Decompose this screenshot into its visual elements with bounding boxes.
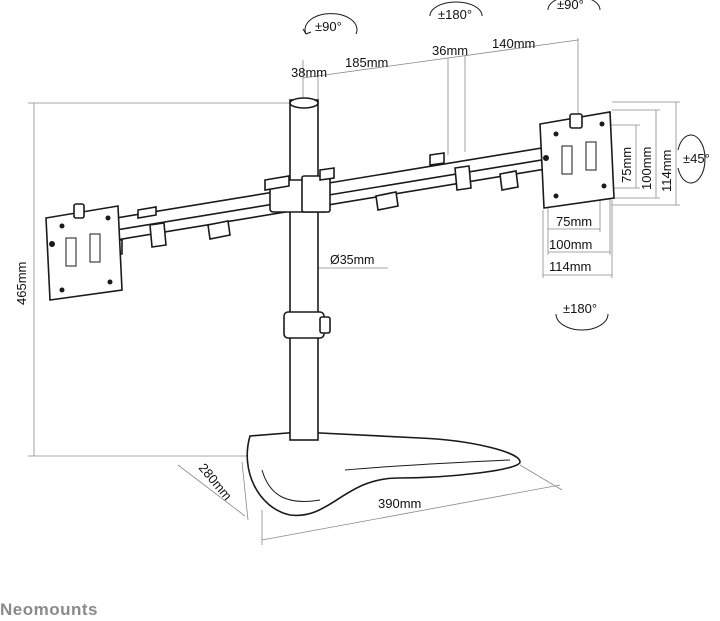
label-arm-segment: 185mm: [345, 55, 388, 70]
label-base-depth: 280mm: [196, 460, 235, 503]
vesa-plate-left: [45, 203, 123, 301]
label-vesa-75-h: 75mm: [619, 147, 634, 183]
label-pole-diameter: Ø35mm: [330, 253, 374, 267]
brand-logo: Neomounts: [0, 600, 98, 619]
vesa-plate-right: [539, 111, 615, 209]
label-arm-swivel: ±180°: [438, 7, 472, 22]
label-vesa-114-h: 114mm: [659, 150, 674, 192]
label-height: 465mm: [14, 262, 29, 305]
label-base-width: 390mm: [378, 496, 421, 511]
label-vesa-75-w: 75mm: [556, 214, 592, 229]
rotation-arrow-icon: [302, 0, 706, 331]
crossbar-arm: [91, 139, 593, 255]
label-vesa-100-w: 100mm: [549, 237, 592, 252]
label-arm-joint: 36mm: [432, 43, 468, 58]
label-tilt: ±45°: [683, 151, 710, 166]
label-rotate: ±180°: [563, 301, 597, 316]
dimension-lines: [28, 38, 680, 545]
label-arm-left-offset: 38mm: [291, 65, 327, 80]
stand-base: [246, 431, 521, 517]
label-pole-swivel: ±90°: [315, 19, 342, 34]
stand-pole: [283, 97, 331, 441]
label-vesa-100-h: 100mm: [639, 147, 654, 190]
label-arm-end: 140mm: [492, 36, 535, 51]
label-vesa-114-w: 114mm: [549, 259, 591, 274]
label-head-swivel: ±90°: [557, 0, 584, 12]
